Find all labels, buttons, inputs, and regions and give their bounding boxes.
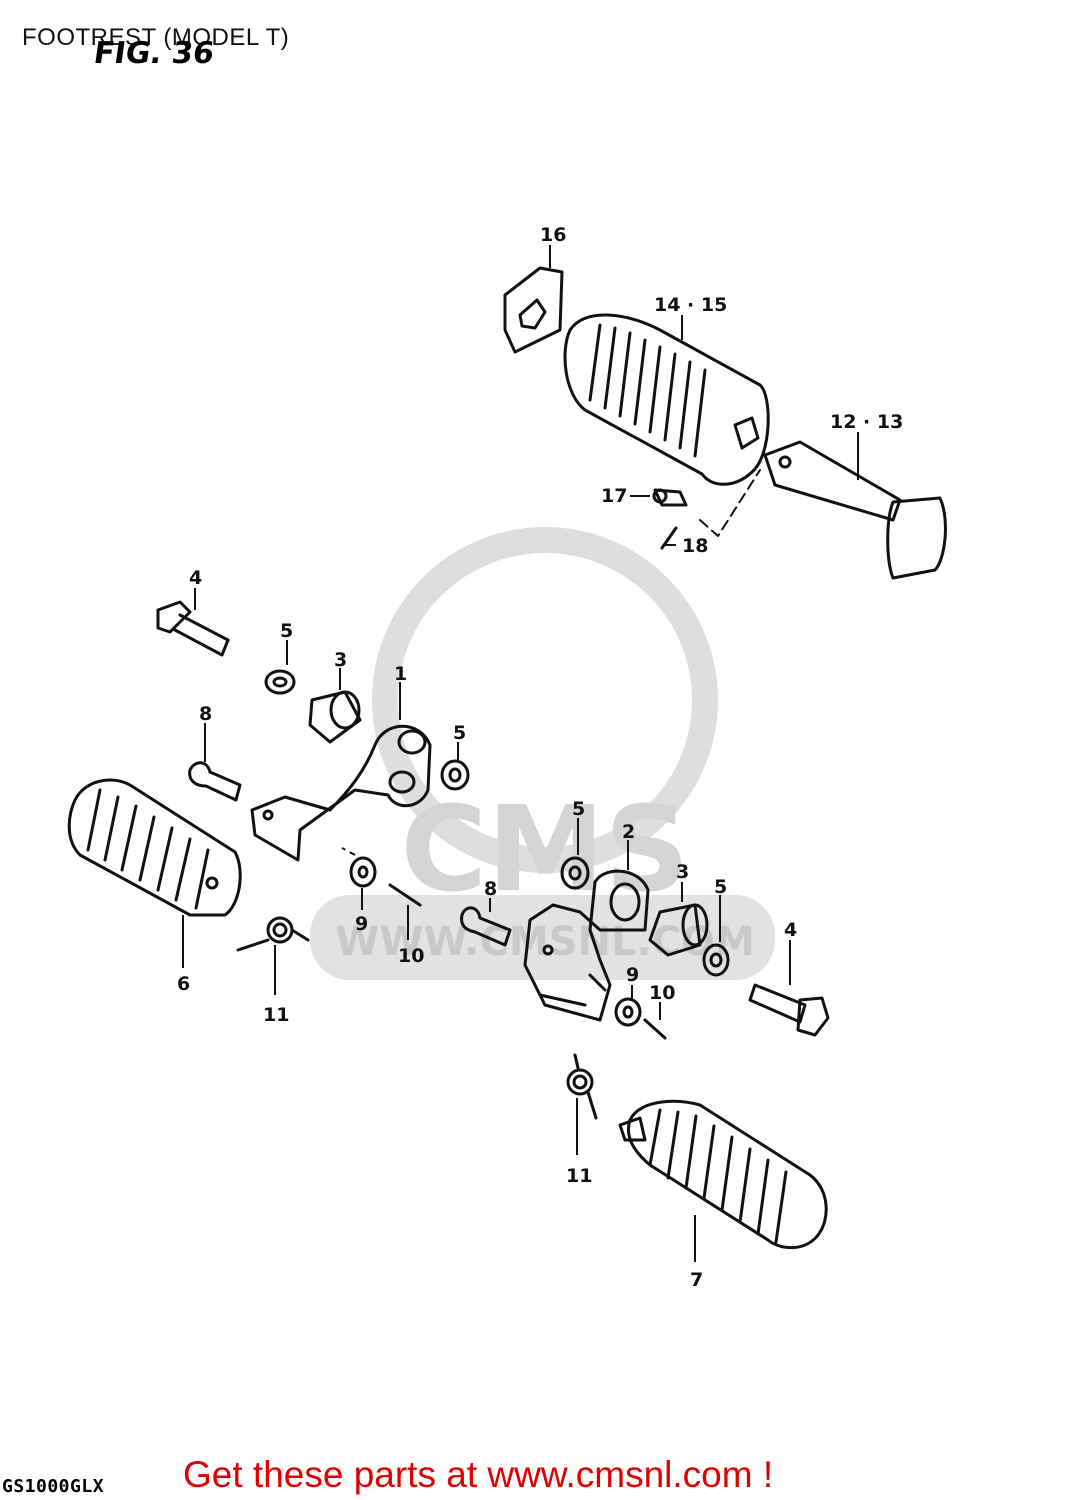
label-14-15: 14 · 15 xyxy=(654,294,727,316)
footrest-peg-12-13 xyxy=(763,440,947,580)
pin-8-right xyxy=(460,906,512,947)
model-code: GS1000GLX xyxy=(2,1476,105,1497)
label-3-left: 3 xyxy=(334,649,347,671)
clevis-pin-17 xyxy=(652,488,688,507)
washer-5-d xyxy=(702,943,730,977)
washer-9-left xyxy=(349,856,377,888)
bracket-2 xyxy=(523,869,650,1022)
label-5-b: 5 xyxy=(453,722,466,744)
footrest-rubber-7 xyxy=(618,1099,828,1250)
label-11-left: 11 xyxy=(263,1004,289,1026)
rubber-grip-14-15 xyxy=(563,313,770,486)
cotter-pin-10-left xyxy=(388,883,422,907)
assembly-line-peg xyxy=(699,469,761,537)
cotter-pin-10-right xyxy=(643,1018,667,1040)
label-7: 7 xyxy=(690,1269,703,1291)
label-8-right: 8 xyxy=(484,878,497,900)
spring-11-left xyxy=(236,916,310,952)
label-3-right: 3 xyxy=(676,861,689,883)
label-10-right: 10 xyxy=(649,982,675,1004)
part-labels: 16 14 · 15 12 · 13 17 18 4 5 3 1 5 8 5 2… xyxy=(177,224,903,1291)
label-17: 17 xyxy=(601,485,627,507)
label-9-left: 9 xyxy=(355,913,368,935)
label-18: 18 xyxy=(682,535,708,557)
bushing-3-right xyxy=(648,903,709,957)
label-4-right: 4 xyxy=(784,919,797,941)
bushing-3-left xyxy=(308,690,362,744)
washer-5-c xyxy=(560,856,590,890)
shop-link-banner[interactable]: Get these parts at www.cmsnl.com ! xyxy=(183,1454,774,1495)
footrest-rubber-6 xyxy=(67,778,242,917)
watermark-url: WWW.CMSNL.COM xyxy=(335,919,755,965)
label-2: 2 xyxy=(622,821,635,843)
cotter-pin-18 xyxy=(660,526,678,550)
washer-5-a xyxy=(264,669,296,695)
washer-9-right xyxy=(614,997,642,1027)
bolt-4-left xyxy=(156,600,230,657)
pin-8-left xyxy=(188,761,242,802)
label-16: 16 xyxy=(540,224,566,246)
label-6: 6 xyxy=(177,973,190,995)
gasket-plate-16 xyxy=(503,266,564,354)
label-11-right: 11 xyxy=(566,1165,592,1187)
bolt-4-right xyxy=(748,983,830,1037)
page-title: FOOTREST (MODEL T) xyxy=(22,24,290,51)
label-5-d: 5 xyxy=(714,876,727,898)
spring-11-right xyxy=(566,1053,598,1120)
label-1: 1 xyxy=(394,663,407,685)
watermark-brand: CMS xyxy=(400,780,689,918)
label-5-a: 5 xyxy=(280,620,293,642)
leader-lines xyxy=(182,245,859,1262)
label-4-left: 4 xyxy=(189,567,202,589)
label-5-c: 5 xyxy=(572,798,585,820)
label-8-left: 8 xyxy=(199,703,212,725)
bracket-1 xyxy=(250,724,432,862)
label-9-right: 9 xyxy=(626,964,639,986)
exploded-parts-diagram: CMS WWW.CMSNL.COM xyxy=(67,224,947,1291)
label-12-13: 12 · 13 xyxy=(830,411,903,433)
label-10-left: 10 xyxy=(398,945,424,967)
washer-5-b xyxy=(440,759,470,791)
